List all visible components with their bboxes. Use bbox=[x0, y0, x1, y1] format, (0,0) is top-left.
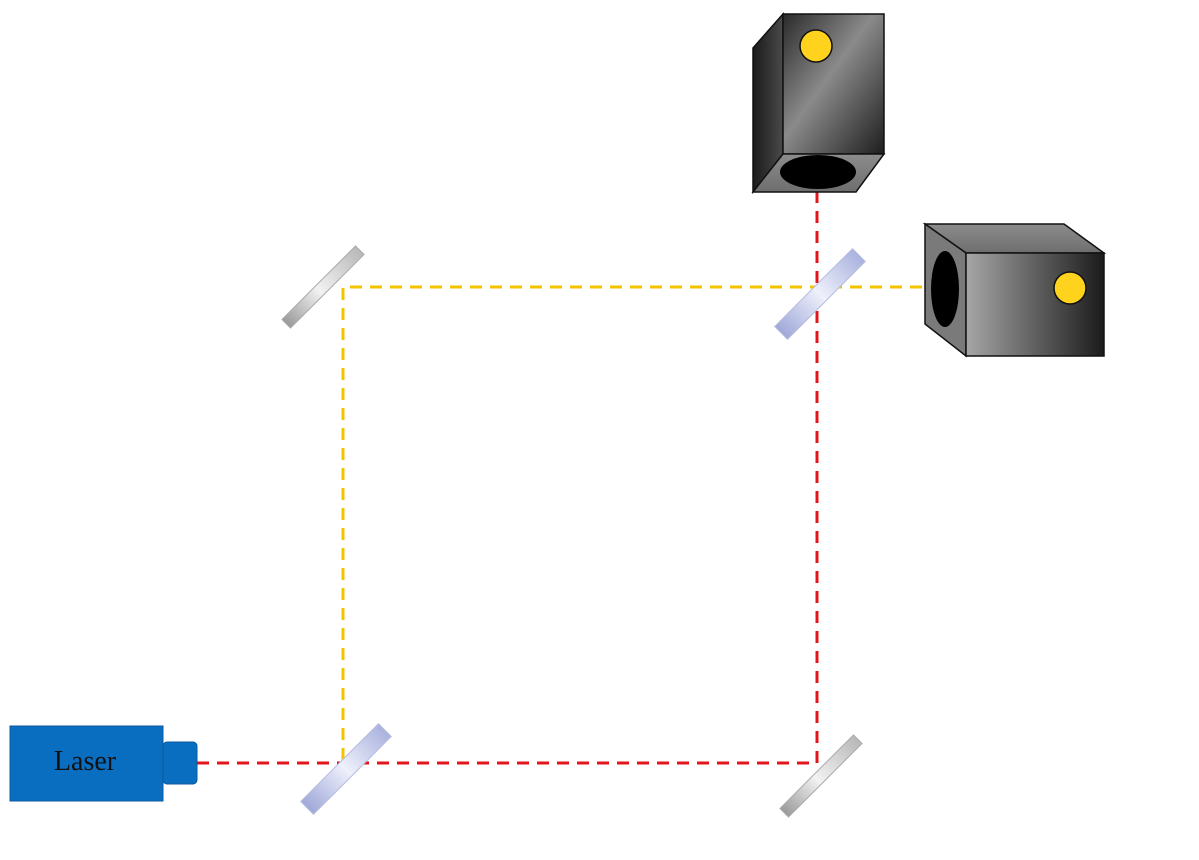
detector-right bbox=[922, 222, 1107, 358]
yellow-beam-path bbox=[341, 285, 927, 760]
mirror-bottom-right bbox=[779, 734, 863, 818]
laser-source: Laser bbox=[9, 725, 198, 802]
laser-label: Laser bbox=[54, 746, 117, 777]
detector-right-indicator-light bbox=[1053, 271, 1087, 305]
beam-paths bbox=[197, 190, 927, 765]
beam-splitter-top-right bbox=[774, 248, 866, 340]
red-beam-path bbox=[197, 190, 819, 765]
laser-nozzle bbox=[162, 741, 198, 785]
detector-top-indicator-light bbox=[799, 29, 833, 63]
detector-right-aperture bbox=[931, 251, 959, 327]
detector-right-front bbox=[965, 252, 1105, 357]
detector-top-aperture bbox=[780, 155, 856, 189]
beam-splitter-bottom-left bbox=[300, 723, 392, 815]
detector-top bbox=[751, 12, 886, 195]
mirror-top-left bbox=[281, 245, 365, 329]
laser-body bbox=[9, 725, 164, 802]
detector-top-front bbox=[782, 13, 885, 155]
